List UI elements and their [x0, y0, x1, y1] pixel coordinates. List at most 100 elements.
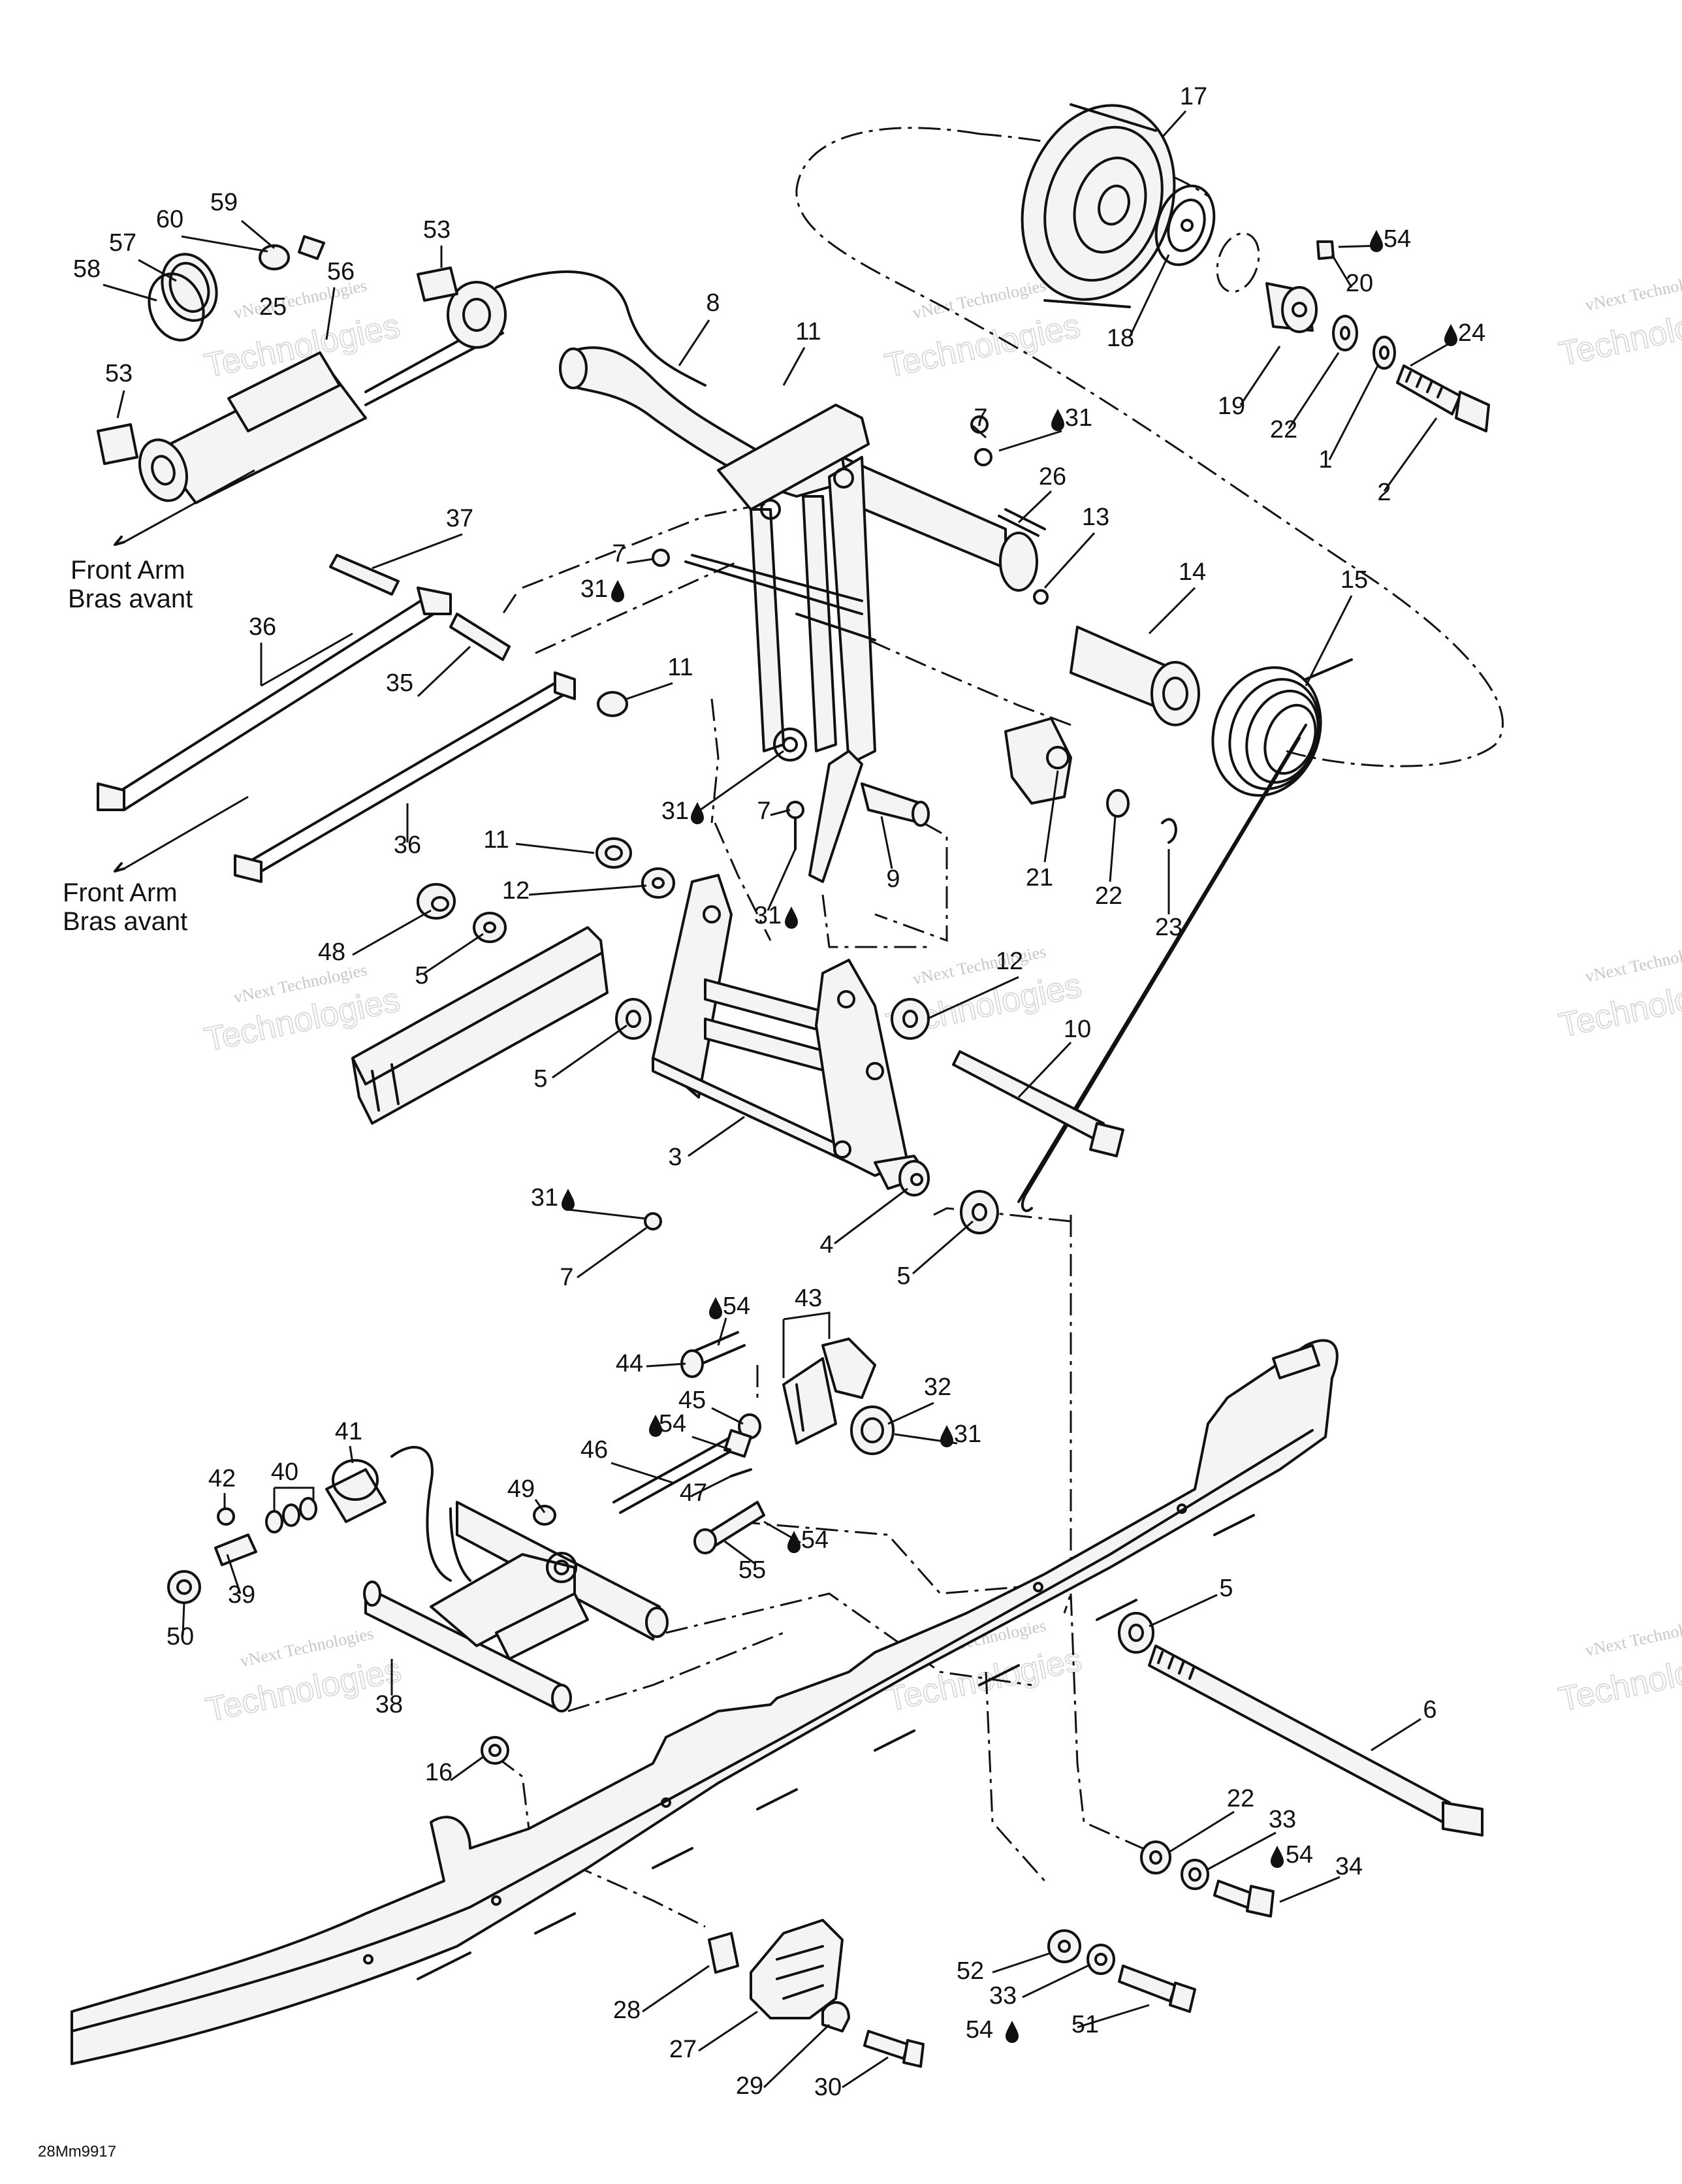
drop-icon — [709, 1297, 722, 1319]
torsion-spring — [1017, 658, 1353, 1212]
watermark-text: vNext Technologies — [1583, 1613, 1682, 1660]
spacer — [1265, 282, 1318, 333]
callout-53a: 53 — [423, 216, 451, 244]
pivot-bracket — [652, 874, 930, 1196]
clamp-assembly — [680, 1331, 895, 1455]
callout-35: 35 — [386, 669, 413, 697]
callout-50: 50 — [167, 1623, 194, 1650]
callout-30: 30 — [814, 2074, 842, 2101]
lower-pivot-arm — [363, 1501, 669, 1712]
callout-47: 47 — [680, 1479, 707, 1507]
callout-5c: 5 — [897, 1262, 910, 1290]
spring-spacer — [1070, 626, 1200, 726]
callout-40: 40 — [271, 1458, 298, 1486]
callout-36b: 36 — [394, 831, 421, 859]
callout-42: 42 — [208, 1465, 236, 1492]
callout-58: 58 — [73, 255, 101, 283]
front-arm-caption-fr: Bras avant — [68, 585, 193, 613]
callout-7d: 7 — [560, 1264, 573, 1291]
drop-icon — [649, 1415, 662, 1437]
callout-24: 24 — [1458, 319, 1485, 347]
callout-43: 43 — [795, 1285, 822, 1312]
bolt — [1396, 364, 1490, 432]
callout-28: 28 — [613, 1997, 641, 2024]
callout-31f: 31 — [954, 1421, 981, 1448]
callout-2: 2 — [1377, 479, 1391, 506]
callout-33a: 33 — [1269, 1806, 1296, 1833]
main-slide-rail — [71, 1339, 1339, 2065]
callout-54c: 54 — [659, 1410, 686, 1437]
assembly-lines — [496, 127, 1504, 1928]
drop-icon — [1006, 2021, 1019, 2043]
drop-icon — [1051, 409, 1064, 431]
callout-5b: 5 — [533, 1065, 547, 1093]
callout-5d: 5 — [1219, 1575, 1233, 1602]
drop-icon — [940, 1425, 953, 1447]
callout-12b: 12 — [996, 948, 1023, 975]
callout-8: 8 — [706, 289, 720, 317]
watermark-text: vNext Technologies — [1583, 939, 1682, 986]
drop-icon — [787, 1531, 801, 1553]
idler-wheel — [1021, 103, 1176, 308]
stopper-bracket — [1004, 717, 1072, 805]
callout-45: 45 — [678, 1387, 706, 1414]
drop-icon — [611, 580, 624, 602]
callout-37: 37 — [446, 505, 473, 532]
shock-absorber — [138, 270, 706, 504]
callout-16: 16 — [425, 1759, 452, 1786]
parts — [71, 103, 1490, 2068]
callout-18: 18 — [1107, 325, 1134, 352]
callout-51: 51 — [1071, 2011, 1099, 2038]
callout-14: 14 — [1179, 558, 1206, 586]
watermark-text: vNext Technologies — [911, 276, 1047, 323]
callout-19: 19 — [1218, 393, 1245, 420]
callout-53b: 53 — [105, 360, 133, 387]
callout-41: 41 — [335, 1418, 362, 1445]
drawing-code: 28Mm9917 — [38, 2143, 116, 2160]
callout-25: 25 — [259, 293, 287, 321]
callout-21: 21 — [1026, 864, 1053, 891]
callout-6: 6 — [1423, 1696, 1436, 1724]
callout-27: 27 — [669, 2036, 697, 2063]
callout-31d: 31 — [754, 902, 782, 929]
callout-22c: 22 — [1227, 1785, 1254, 1812]
callout-31b: 31 — [580, 575, 608, 603]
callout-54b: 54 — [723, 1293, 750, 1320]
callout-31a: 31 — [1065, 404, 1092, 432]
front-arm-caption-en: Front Arm — [71, 556, 185, 585]
callout-3: 3 — [668, 1144, 682, 1171]
front-arm-caption-en: Front Arm — [63, 878, 178, 907]
callout-54a: 54 — [1384, 225, 1411, 253]
callout-13: 13 — [1082, 504, 1109, 531]
callout-11a: 11 — [795, 318, 821, 345]
drop-icon — [1370, 230, 1383, 252]
watermark-text: Technologies — [202, 1651, 404, 1729]
callout-9: 9 — [886, 865, 900, 893]
tie-rods — [97, 554, 628, 883]
callout-20: 20 — [1346, 270, 1373, 297]
callout-7b: 7 — [612, 540, 626, 568]
callout-11b: 11 — [667, 654, 693, 681]
leader-lines — [103, 110, 1457, 2089]
callout-1: 1 — [1318, 446, 1332, 474]
callout-44: 44 — [616, 1350, 643, 1377]
callout-17: 17 — [1180, 83, 1207, 110]
slider-shoe — [750, 1919, 844, 2019]
callout-15: 15 — [1341, 566, 1368, 594]
callout-10: 10 — [1064, 1016, 1091, 1043]
callout-56: 56 — [327, 258, 355, 285]
drop-icon — [1444, 324, 1457, 346]
drop-icon — [562, 1189, 575, 1211]
main-arm — [559, 346, 1049, 883]
callout-29: 29 — [736, 2072, 763, 2100]
callout-49: 49 — [507, 1475, 535, 1503]
callout-7a: 7 — [974, 404, 987, 432]
drop-icon — [691, 802, 704, 824]
callout-26: 26 — [1039, 463, 1066, 490]
lubricant-markers — [562, 230, 1457, 2043]
callout-11c: 11 — [483, 826, 509, 854]
slide-rail-upper — [351, 926, 609, 1125]
watermarks: vNext Technologies Technologies vNext Te… — [201, 268, 1682, 1729]
callout-12a: 12 — [502, 877, 530, 905]
